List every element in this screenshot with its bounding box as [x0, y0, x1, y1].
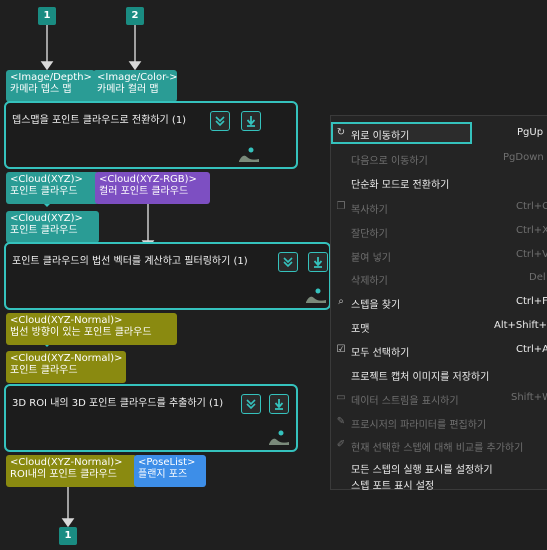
tag-type: <Cloud(XYZ-Normal)>	[10, 457, 123, 468]
pointcloud-thumbnail-icon	[269, 430, 289, 445]
tag-label: 포인트 클라우드	[10, 225, 78, 236]
tag-label: 플랜지 포즈	[138, 469, 188, 480]
rotate-icon: ↻	[336, 127, 346, 138]
input-port-badge-2[interactable]: 2	[126, 7, 144, 25]
edit-icon: ✐	[336, 439, 346, 450]
wrench-icon: ✎	[336, 416, 346, 427]
menu-item-format[interactable]: 포맷 Alt+Shift+F	[351, 320, 547, 335]
arrow-down-icon	[246, 116, 256, 127]
select-all-icon: ☑	[336, 344, 346, 355]
tag-label: 법선 방향이 있는 포인트 클라우드	[10, 327, 152, 338]
tag-type: <Image/Depth>	[10, 72, 92, 83]
menu-item-port-display[interactable]: 스텝 포트 표시 설정	[351, 481, 435, 492]
menu-item-paste[interactable]: 붙여 넣기 Ctrl+V	[351, 249, 547, 264]
step-node-depth-to-cloud[interactable]: 뎁스맵을 포인트 클라우드로 전환하기 (1)	[4, 101, 298, 169]
tag-pose-list[interactable]: <PoseList> 플랜지 포즈	[134, 455, 206, 487]
arrow-down-icon	[274, 399, 284, 410]
tag-type: <Cloud(XYZ-Normal)>	[10, 353, 123, 364]
menu-item-move-up[interactable]: ↻ 위로 이동하기 PgUp	[331, 122, 543, 144]
tag-type: <Cloud(XYZ)>	[10, 213, 83, 224]
collapse-button[interactable]	[210, 111, 230, 131]
double-chevron-down-icon	[283, 257, 293, 268]
pointcloud-thumbnail-icon	[306, 288, 326, 303]
menu-item-move-next[interactable]: 다음으로 이동하기 PgDown	[351, 152, 544, 167]
menu-item-cut[interactable]: 잘단하기 Ctrl+X	[351, 225, 547, 240]
collapse-button[interactable]	[241, 394, 261, 414]
input-port-badge-1[interactable]: 1	[38, 7, 56, 25]
tag-label: 포인트 클라우드	[10, 186, 78, 197]
tag-type: <Cloud(XYZ-RGB)>	[99, 174, 197, 185]
tag-image-depth[interactable]: <Image/Depth> 카메라 뎁스 맵	[6, 70, 95, 102]
pointcloud-thumbnail-icon	[239, 147, 259, 162]
tag-type: <Image/Color->	[97, 72, 177, 83]
tag-label: 포인트 클라우드	[10, 365, 78, 376]
menu-item-copy[interactable]: ❐ 복사하기 Ctrl+C	[336, 201, 547, 216]
copy-icon: ❐	[336, 201, 346, 212]
tag-label: 카메라 뎁스 맵	[10, 84, 72, 95]
step-node-normal-filter[interactable]: 포인트 클라우드의 법선 벡터를 계산하고 필터링하기 (1)	[4, 242, 331, 310]
double-chevron-down-icon	[215, 116, 225, 127]
tag-cloud-xyz-in[interactable]: <Cloud(XYZ)> 포인트 클라우드	[6, 211, 99, 243]
menu-item-edit-procedure-params[interactable]: ✎ 프로시저의 파라미터를 편집하기	[336, 416, 487, 431]
tag-label: 카메라 컬러 맵	[97, 84, 159, 95]
menu-item-simplified-mode[interactable]: 단순화 모드로 전환하기	[351, 180, 450, 191]
download-button[interactable]	[241, 111, 261, 131]
arrow-down-icon	[313, 257, 323, 268]
tag-cloud-normal-in[interactable]: <Cloud(XYZ-Normal)> 포인트 클라우드	[6, 351, 126, 383]
download-button[interactable]	[308, 252, 328, 272]
tag-label: ROI내의 포인트 클라우드	[10, 469, 117, 480]
menu-item-save-capture[interactable]: 프로젝트 캡처 이미지를 저장하기	[351, 372, 490, 383]
tag-label: 컬러 포인트 클라우드	[99, 186, 189, 197]
display-icon: ▭	[336, 392, 346, 403]
double-chevron-down-icon	[246, 399, 256, 410]
menu-item-set-run-display[interactable]: 모든 스텝의 실행 표시를 설정하기	[351, 465, 493, 476]
search-icon: ⌕	[338, 296, 344, 307]
node-title: 3D ROI 내의 3D 포인트 클라우드를 추출하기 (1)	[12, 398, 224, 409]
tag-image-color[interactable]: <Image/Color-> 카메라 컬러 맵	[93, 70, 177, 102]
download-button[interactable]	[269, 394, 289, 414]
menu-item-select-all[interactable]: ☑ 모두 선택하기 Ctrl+A	[336, 344, 547, 359]
menu-item-add-comparison[interactable]: ✐ 현재 선택한 스텝에 대해 비교를 추가하기	[336, 439, 524, 454]
step-node-roi-extract[interactable]: 3D ROI 내의 3D 포인트 클라우드를 추출하기 (1)	[4, 384, 298, 452]
collapse-button[interactable]	[278, 252, 298, 272]
menu-item-find-step[interactable]: ⌕ 스텝을 찾기 Ctrl+F	[331, 291, 547, 313]
node-title: 뎁스맵을 포인트 클라우드로 전환하기 (1)	[12, 115, 187, 126]
tag-cloud-xyzrgb-out[interactable]: <Cloud(XYZ-RGB)> 컬러 포인트 클라우드	[95, 172, 210, 204]
menu-item-show-datastream[interactable]: ▭ 데이터 스트림을 표시하기 Shift+W	[336, 392, 547, 407]
tag-cloud-xyz-out[interactable]: <Cloud(XYZ)> 포인트 클라우드	[6, 172, 99, 204]
menu-item-delete[interactable]: 삭제하기 Del	[351, 272, 546, 287]
output-port-badge-1[interactable]: 1	[59, 527, 77, 545]
node-title: 포인트 클라우드의 법선 벡터를 계산하고 필터링하기 (1)	[12, 256, 248, 267]
tag-type: <Cloud(XYZ-Normal)>	[10, 315, 123, 326]
tag-cloud-normal-roi[interactable]: <Cloud(XYZ-Normal)> ROI내의 포인트 클라우드	[6, 455, 137, 487]
tag-cloud-normal-out[interactable]: <Cloud(XYZ-Normal)> 법선 방향이 있는 포인트 클라우드	[6, 313, 177, 345]
context-menu: ↻ 위로 이동하기 PgUp 다음으로 이동하기 PgDown 단순화 모드로 …	[330, 115, 547, 492]
tag-type: <Cloud(XYZ)>	[10, 174, 83, 185]
tag-type: <PoseList>	[138, 457, 196, 468]
